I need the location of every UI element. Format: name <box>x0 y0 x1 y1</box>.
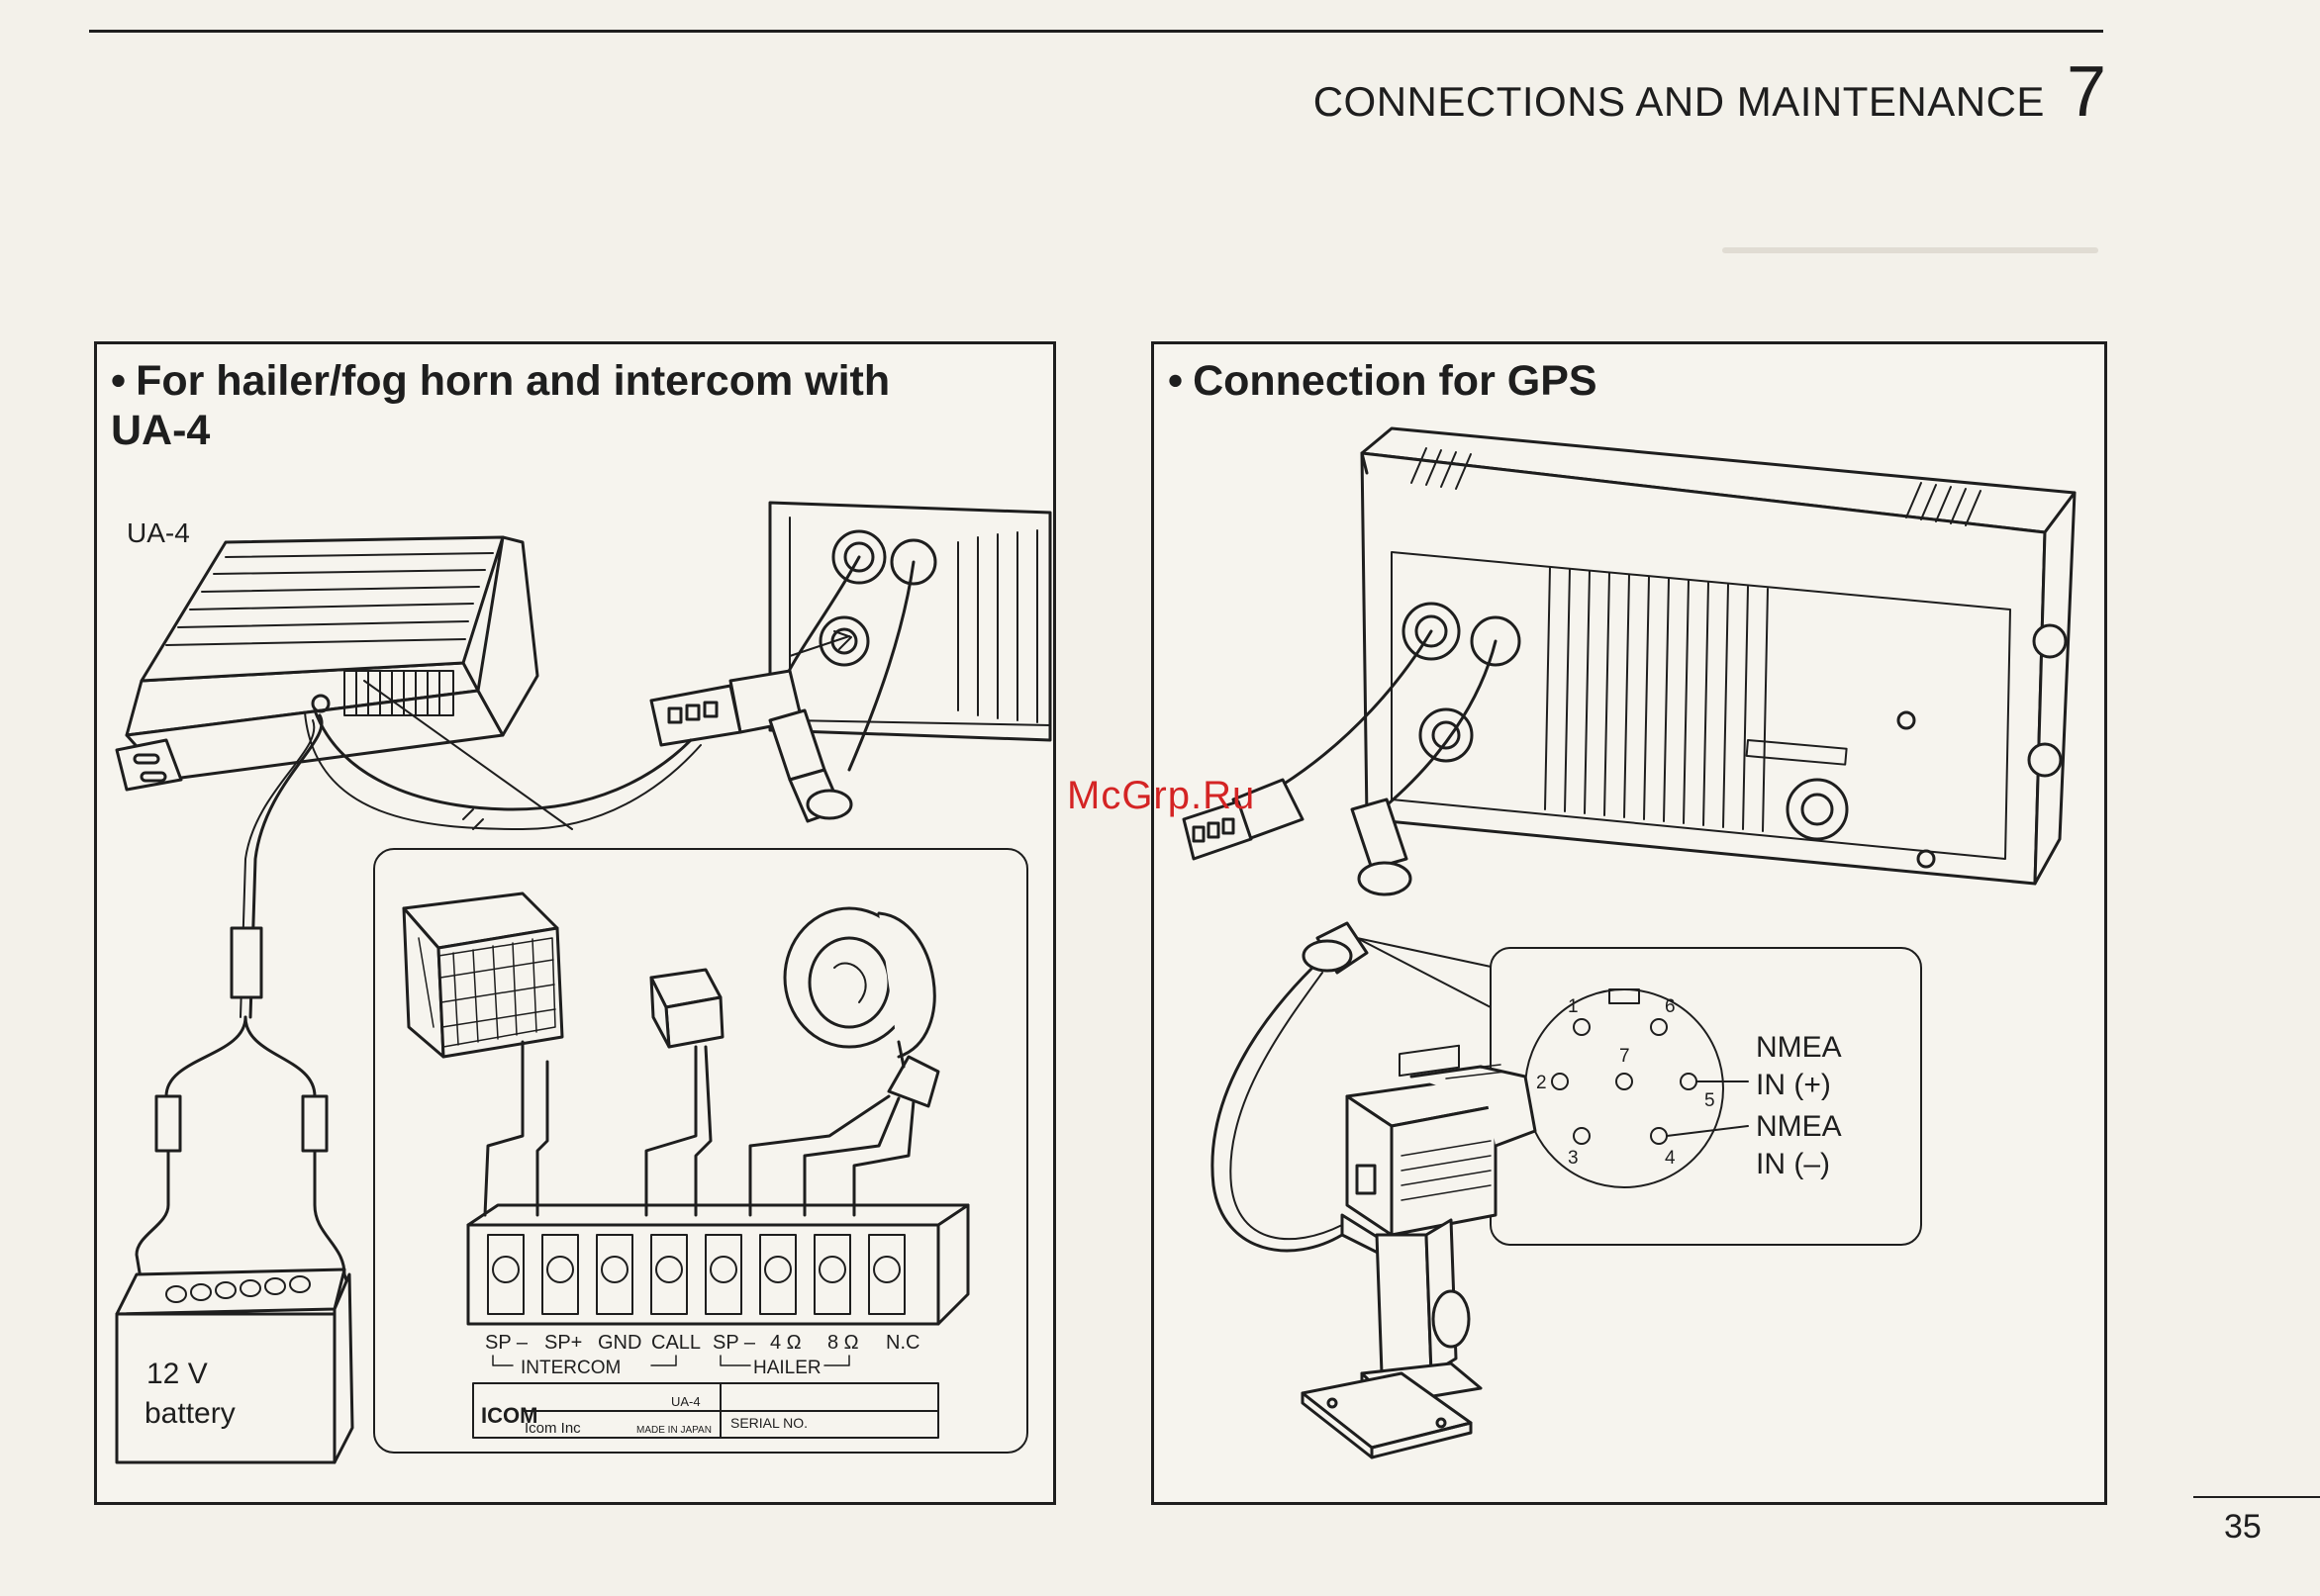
terminal-block <box>468 1205 968 1324</box>
bleed-through-line <box>1722 247 2098 253</box>
ua4-label: UA-4 <box>127 517 190 548</box>
intercom-group-label: INTERCOM <box>521 1358 621 1378</box>
plate-made-in: MADE IN JAPAN <box>636 1425 712 1436</box>
nmea-minus-sub: IN (–) <box>1756 1148 1830 1180</box>
pin-number: 2 <box>1536 1073 1547 1093</box>
terminal-label: 8 Ω <box>827 1332 859 1354</box>
terminal-label: N.C <box>886 1332 919 1354</box>
ua4-unit <box>117 537 537 790</box>
transceiver <box>1362 428 2075 884</box>
top-rule <box>89 30 2103 33</box>
gps-connection-panel: •Connection for GPS <box>1151 341 2107 1505</box>
call-switch <box>651 970 723 1047</box>
plate-serial: SERIAL NO. <box>730 1415 808 1431</box>
terminal-label: GND <box>598 1332 641 1354</box>
nmea-plus-sub: IN (+) <box>1756 1069 1831 1101</box>
pin-number: 5 <box>1704 1090 1715 1111</box>
pin-number: 1 <box>1568 996 1579 1017</box>
battery-label: battery <box>145 1397 236 1430</box>
terminal-label: SP – <box>485 1332 529 1354</box>
page-number-rule <box>2193 1496 2320 1498</box>
pin-number: 7 <box>1619 1046 1630 1067</box>
chapter-title: CONNECTIONS AND MAINTENANCE <box>1313 78 2045 126</box>
page-number: 35 <box>2224 1508 2262 1547</box>
chapter-number: 7 <box>2067 51 2106 133</box>
terminal-label: SP+ <box>544 1332 582 1354</box>
pin-number: 6 <box>1665 996 1676 1017</box>
plate-maker: Icom Inc <box>525 1420 581 1437</box>
nmea-minus-label: NMEA <box>1756 1110 1842 1143</box>
transceiver-rear <box>770 503 1050 740</box>
hailer-horn-speaker <box>785 908 938 1106</box>
hailer-wiring-diagram: UA-4 <box>97 344 1053 1502</box>
gps-mount <box>1303 1220 1481 1457</box>
terminal-label: SP – <box>713 1332 756 1354</box>
hailer-group-label: HAILER <box>753 1358 822 1378</box>
intercom-speaker <box>404 893 562 1077</box>
gps-wiring-diagram: 1 2 3 4 5 6 7 NMEA IN (+) NMEA IN (–) <box>1154 344 2104 1502</box>
plate-model: UA-4 <box>671 1394 701 1409</box>
hailer-intercom-panel: •For hailer/fog horn and intercom with U… <box>94 341 1056 1505</box>
terminal-label: CALL <box>651 1332 701 1354</box>
pin-number: 3 <box>1568 1148 1579 1169</box>
nmea-plus-label: NMEA <box>1756 1031 1842 1064</box>
battery-voltage-label: 12 V <box>146 1358 208 1390</box>
terminal-label: 4 Ω <box>770 1332 802 1354</box>
pin-number: 4 <box>1665 1148 1676 1169</box>
watermark-text: McGrp.Ru <box>1067 774 1255 818</box>
chapter-heading: CONNECTIONS AND MAINTENANCE 7 <box>1313 51 2106 133</box>
